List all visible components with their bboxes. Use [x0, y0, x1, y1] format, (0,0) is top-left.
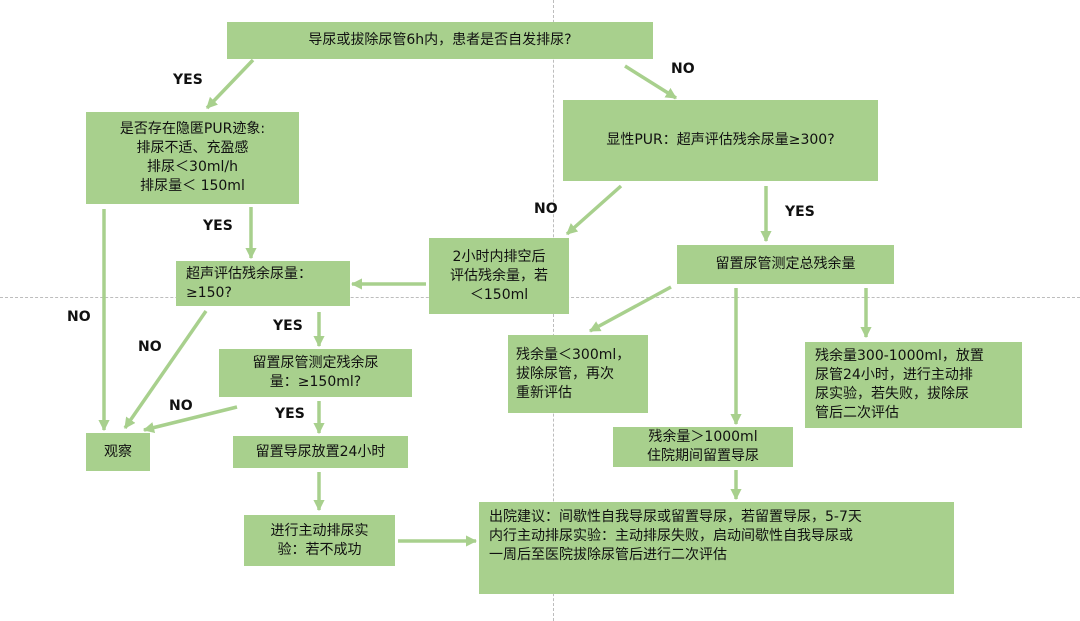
- node-us-150: 超声评估残余尿量： ≥150?: [176, 261, 350, 306]
- label-yes-cath150: YES: [275, 406, 305, 422]
- label-yes-us150: YES: [273, 318, 303, 334]
- node-discharge: 出院建议：间歇性自我导尿或留置导尿，若留置导尿，5-7天内行主动排尿实验：主动排…: [479, 502, 954, 594]
- node-cath-150: 留置尿管测定残余尿量：≥150ml?: [219, 349, 412, 397]
- node-line: 留置导尿放置24小时: [255, 443, 386, 460]
- arrow-overt-pur-to-empty2h: [565, 184, 623, 236]
- node-line: 管后二次评估: [815, 405, 899, 421]
- node-line: 观察: [104, 443, 132, 460]
- node-line: 排尿不适、充盈感: [136, 140, 249, 156]
- node-empty-2h: 2小时内排空后评估残余量，若 ＜150ml: [429, 238, 569, 314]
- node-active-trial: 进行主动排尿实验：若不成功: [244, 515, 395, 566]
- node-line: 排尿＜30ml/h: [147, 159, 238, 175]
- node-line: 一周后至医院拔除尿管后进行二次评估: [489, 547, 727, 563]
- label-yes-overt: YES: [785, 204, 815, 220]
- arrow-cath150-to-observe: [142, 405, 238, 434]
- node-line: 是否存在隐匿PUR迹象:: [119, 121, 266, 137]
- node-line: 尿管24小时，进行主动排: [815, 367, 973, 383]
- node-line: 尿实验，若失败，拔除尿: [815, 386, 969, 402]
- node-line: 出院建议：间歇性自我导尿或留置导尿，若留置导尿，5-7天: [489, 509, 862, 525]
- node-line: 留置尿管测定总残余量: [715, 256, 856, 272]
- node-line: 留置尿管测定残余尿: [252, 355, 379, 371]
- node-hidden-pur: 是否存在隐匿PUR迹象: 排尿不适、充盈感排尿＜30ml/h 排尿量＜ 150ml: [86, 112, 299, 204]
- node-line: 住院期间留置导尿: [647, 448, 759, 464]
- node-line: 量：≥150ml?: [269, 374, 362, 390]
- node-observe: 观察: [86, 433, 150, 471]
- node-line: 残余量300-1000ml，放置: [815, 348, 984, 364]
- node-res-300-1000: 残余量300-1000ml，放置尿管24小时，进行主动排尿实验，若失败，拔除尿管…: [805, 342, 1022, 428]
- arrow-start-to-hidden-pur: [205, 58, 255, 110]
- node-line: 残余量＜300ml，: [516, 346, 631, 363]
- node-line: 拔除尿管，再次: [516, 365, 614, 382]
- node-start: 导尿或拔除尿管6h内，患者是否自发排尿?: [227, 22, 653, 59]
- label-yes-start: YES: [173, 72, 203, 88]
- arrow-cath-total-to-lt300: [589, 285, 672, 333]
- arrow-start-to-overt-pur: [624, 64, 677, 100]
- node-res-lt300: 残余量＜300ml， 拔除尿管，再次重新评估: [508, 335, 648, 413]
- label-yes-hidden: YES: [203, 218, 233, 234]
- node-line: 排尿量＜ 150ml: [140, 178, 245, 194]
- node-line: 导尿或拔除尿管6h内，患者是否自发排尿?: [308, 32, 572, 48]
- arrow-us150-to-observe: [123, 310, 208, 429]
- node-overt-pur: 显性PUR：超声评估残余尿量≥300?: [563, 100, 878, 181]
- node-line: ≥150?: [186, 284, 232, 301]
- label-no-hidden: NO: [67, 309, 91, 325]
- label-no-us150: NO: [138, 339, 162, 355]
- label-no-overt: NO: [534, 201, 558, 217]
- label-no-cath150: NO: [169, 398, 193, 414]
- node-line: 残余量＞1000ml: [648, 429, 758, 445]
- node-line: 超声评估残余尿量：: [186, 265, 312, 282]
- node-cath-total: 留置尿管测定总残余量: [677, 245, 894, 284]
- node-line: 显性PUR：超声评估残余尿量≥300?: [606, 132, 835, 148]
- node-res-gt1000: 残余量＞1000ml 住院期间留置导尿: [613, 427, 793, 467]
- node-line: 重新评估: [516, 384, 572, 401]
- node-line: 进行主动排尿实: [270, 522, 369, 539]
- node-line: 验：若不成功: [277, 541, 362, 558]
- node-line: ＜150ml: [469, 286, 529, 303]
- node-line: 内行主动排尿实验：主动排尿失败，启动间歇性自我导尿或: [489, 528, 853, 544]
- node-cath-24h: 留置导尿放置24小时: [233, 436, 408, 468]
- label-no-start: NO: [671, 61, 695, 77]
- node-line: 评估残余量，若: [450, 267, 548, 284]
- node-line: 2小时内排空后: [452, 248, 546, 265]
